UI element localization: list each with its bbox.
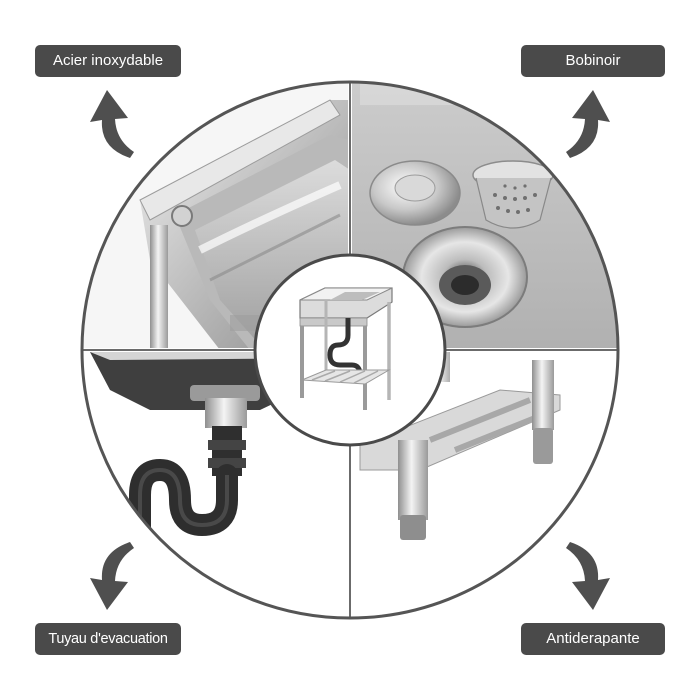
feature-label-stainless-steel: Acier inoxydable — [35, 45, 181, 77]
arrow-top-left-icon — [90, 90, 134, 158]
feature-label-non-slip: Antiderapante — [521, 623, 665, 655]
arrow-bottom-left-icon — [90, 542, 134, 610]
feature-label-drain-pipe: Tuyau d'evacuation — [35, 623, 181, 655]
arrow-bottom-right-icon — [566, 542, 610, 610]
feature-label-strainer: Bobinoir — [521, 45, 665, 77]
arrow-top-right-icon — [566, 90, 610, 158]
outer-ring — [80, 80, 620, 620]
center-product-image — [253, 253, 447, 447]
